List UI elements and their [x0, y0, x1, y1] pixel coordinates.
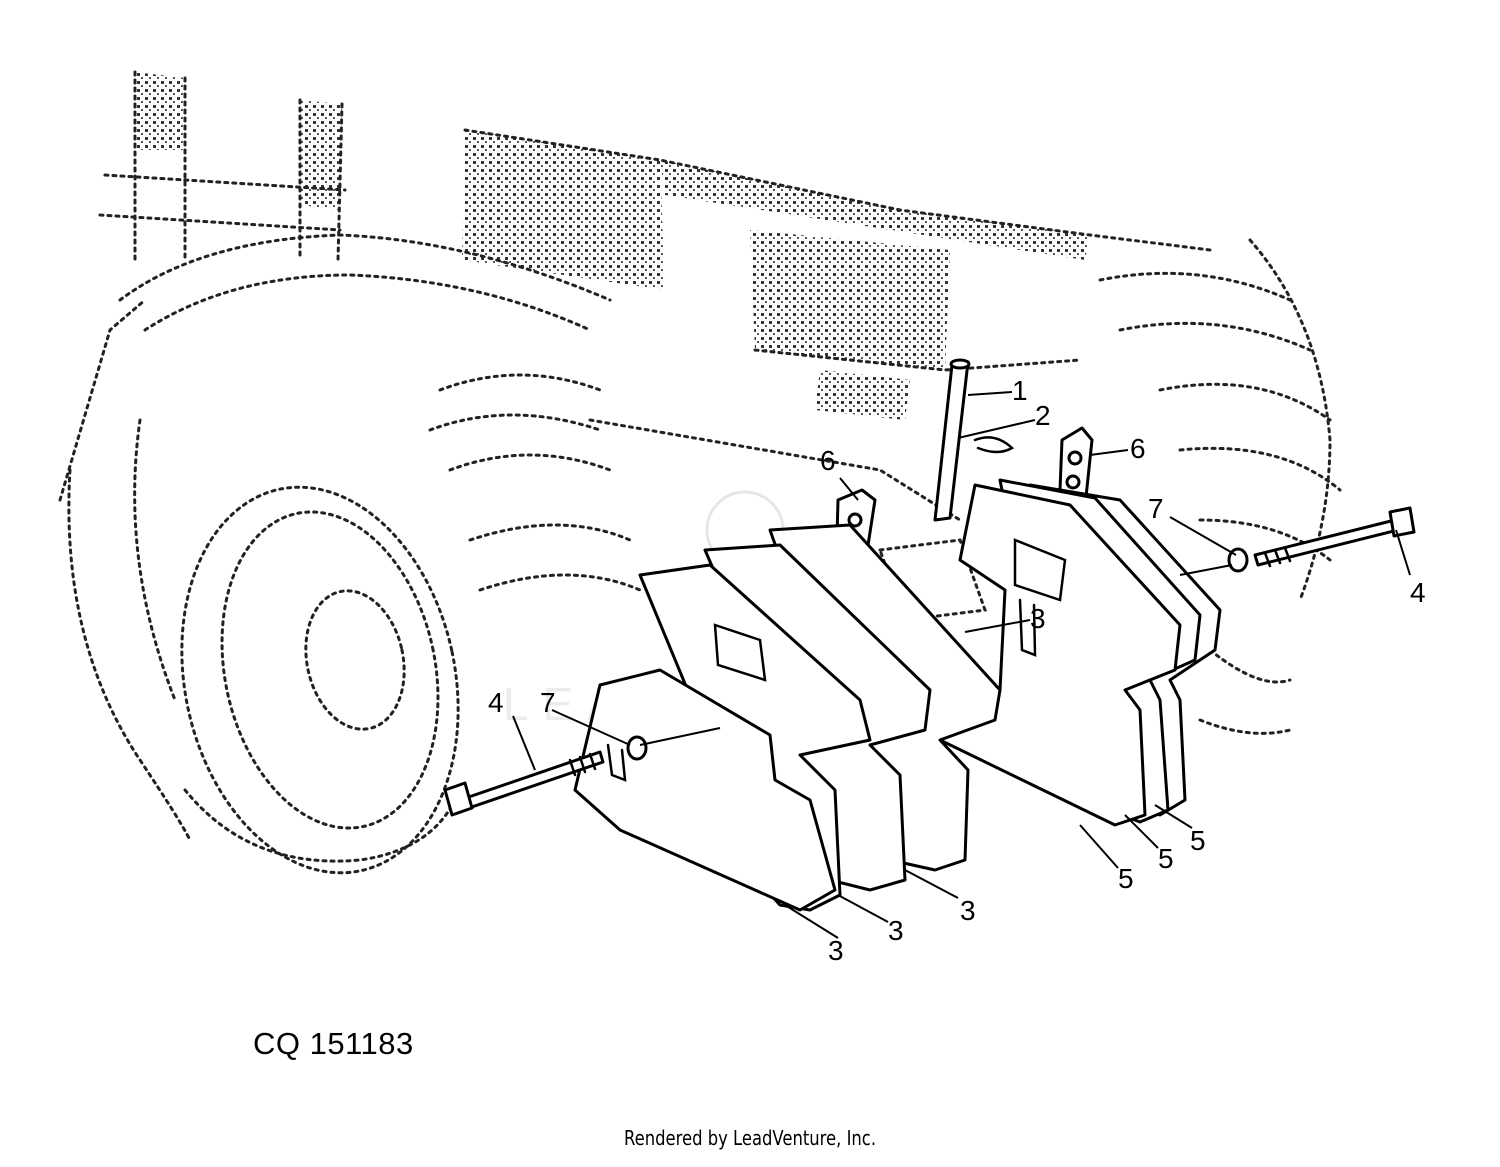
weight-stack-right	[938, 478, 1222, 827]
left-washer	[626, 735, 648, 761]
pin-clip	[973, 436, 1015, 454]
callout-7-left: 7	[540, 687, 556, 718]
callout-5-b: 5	[1158, 843, 1174, 874]
callout-1: 1	[1012, 375, 1028, 406]
left-bolt	[443, 735, 648, 817]
weight-stack-left	[573, 523, 1002, 912]
callout-3-a: 3	[828, 935, 844, 966]
callout-6-left: 6	[820, 445, 836, 476]
leader-lines	[512, 391, 1411, 939]
callout-5-c: 5	[1190, 825, 1206, 856]
figure-id: CQ 151183	[253, 1026, 414, 1061]
callouts: 1 2 6 6 7 7 4 4 3 3 3 3 5 5 5	[488, 375, 1426, 966]
callout-3-b: 3	[888, 915, 904, 946]
callout-2: 2	[1035, 400, 1051, 431]
callout-3-c: 3	[960, 895, 976, 926]
callout-6-right: 6	[1130, 433, 1146, 464]
render-credit: Rendered by LeadVenture, Inc.	[623, 1126, 877, 1150]
bracket-pin	[933, 358, 971, 522]
callout-4-right: 4	[1410, 577, 1426, 608]
callout-7-right: 7	[1148, 493, 1164, 524]
callout-4-left: 4	[488, 687, 504, 718]
callout-3-d: 3	[1030, 603, 1046, 634]
callout-5-a: 5	[1118, 863, 1134, 894]
